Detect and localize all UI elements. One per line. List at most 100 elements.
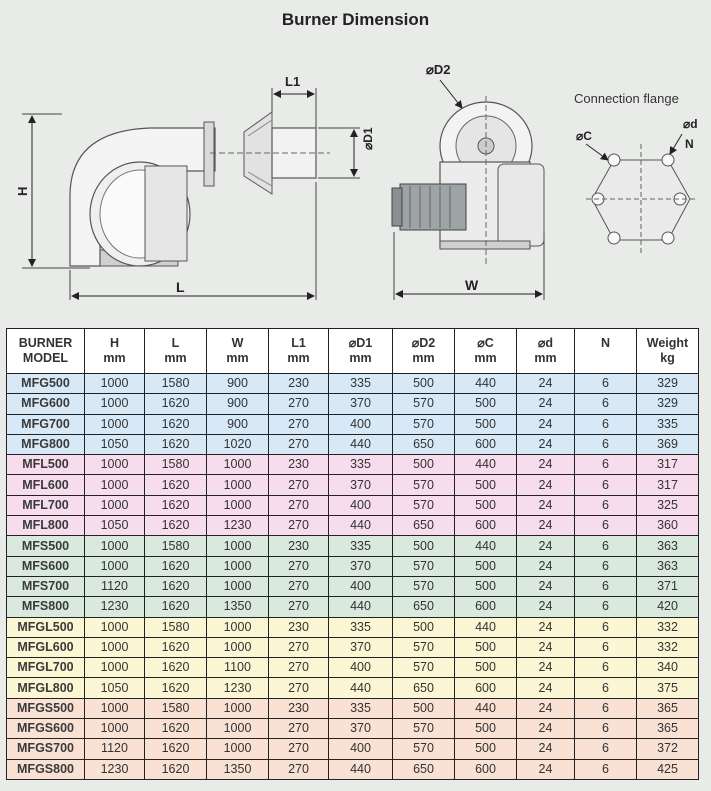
value-cell: 332: [636, 616, 699, 638]
column-header-label: L1: [291, 336, 306, 350]
value-cell: 570: [392, 575, 455, 598]
column-header-label: W: [231, 336, 244, 350]
value-cell: 500: [392, 697, 455, 720]
value-cell: 1000: [84, 555, 145, 577]
value-cell: 900: [206, 393, 269, 415]
value-cell: 1050: [84, 515, 145, 537]
value-cell: 24: [516, 454, 575, 476]
value-cell: 1620: [144, 474, 207, 496]
value-cell: 600: [454, 596, 517, 618]
value-cell: 370: [328, 718, 393, 740]
label-D2: ⌀D2: [426, 62, 450, 77]
value-cell: 24: [516, 515, 575, 537]
value-cell: 270: [268, 393, 329, 415]
value-cell: 500: [454, 636, 517, 659]
model-cell: MFGL500: [6, 616, 85, 638]
value-cell: 24: [516, 697, 575, 720]
value-cell: 570: [392, 413, 455, 435]
value-cell: 370: [328, 555, 393, 577]
model-cell: MFS800: [6, 596, 85, 618]
value-cell: 370: [328, 393, 393, 415]
value-cell: 1000: [206, 454, 269, 476]
value-cell: 1000: [84, 697, 145, 720]
model-cell: MFL500: [6, 454, 85, 476]
value-cell: 600: [454, 677, 517, 699]
value-cell: 329: [636, 372, 699, 395]
value-cell: 1000: [84, 494, 145, 517]
column-header-unit: mm: [474, 351, 497, 365]
value-cell: 6: [574, 433, 637, 456]
model-cell: MFGS700: [6, 738, 85, 760]
column-header-label: ⌀d: [537, 336, 554, 350]
value-cell: 1100: [206, 657, 269, 679]
value-cell: 500: [392, 454, 455, 476]
label-L: L: [176, 279, 185, 295]
value-cell: 1000: [84, 393, 145, 415]
value-cell: 650: [392, 433, 455, 456]
value-cell: 6: [574, 718, 637, 740]
value-cell: 500: [454, 494, 517, 517]
value-cell: 400: [328, 738, 393, 760]
value-cell: 340: [636, 657, 699, 679]
column-header-label: BURNER: [18, 336, 73, 350]
column-header-unit: mm: [412, 351, 435, 365]
value-cell: 230: [268, 616, 329, 638]
value-cell: 1000: [84, 657, 145, 679]
model-cell: MFGS600: [6, 718, 85, 740]
value-cell: 6: [574, 677, 637, 699]
value-cell: 24: [516, 413, 575, 435]
model-cell: MFG600: [6, 393, 85, 415]
column-header-unit: kg: [660, 351, 675, 365]
value-cell: 335: [328, 372, 393, 395]
label-N: N: [685, 137, 694, 151]
value-cell: 270: [268, 636, 329, 659]
value-cell: 400: [328, 413, 393, 435]
column-header-label: ⌀C: [477, 336, 494, 350]
column-header-label: ⌀D1: [348, 336, 373, 350]
column-header-unit: mm: [349, 351, 372, 365]
value-cell: 1230: [206, 677, 269, 699]
value-cell: 365: [636, 718, 699, 740]
value-cell: 500: [454, 413, 517, 435]
value-cell: 1000: [84, 616, 145, 638]
value-cell: 1230: [206, 515, 269, 537]
model-cell: MFL600: [6, 474, 85, 496]
model-cell: MFL700: [6, 494, 85, 517]
value-cell: 1230: [84, 758, 145, 780]
value-cell: 1230: [84, 596, 145, 618]
value-cell: 6: [574, 758, 637, 780]
value-cell: 24: [516, 433, 575, 456]
column-header-unit: mm: [164, 351, 187, 365]
value-cell: 1000: [206, 555, 269, 577]
value-cell: 1000: [206, 535, 269, 557]
value-cell: 335: [328, 454, 393, 476]
model-cell: MFG800: [6, 433, 85, 456]
value-cell: 440: [454, 372, 517, 395]
value-cell: 1000: [84, 454, 145, 476]
value-cell: 1620: [144, 515, 207, 537]
value-cell: 6: [574, 596, 637, 618]
value-cell: 371: [636, 575, 699, 598]
value-cell: 270: [268, 413, 329, 435]
value-cell: 1580: [144, 535, 207, 557]
value-cell: 1620: [144, 758, 207, 780]
model-cell: MFS600: [6, 555, 85, 577]
value-cell: 1620: [144, 433, 207, 456]
value-cell: 1000: [84, 413, 145, 435]
value-cell: 1580: [144, 616, 207, 638]
value-cell: 425: [636, 758, 699, 780]
